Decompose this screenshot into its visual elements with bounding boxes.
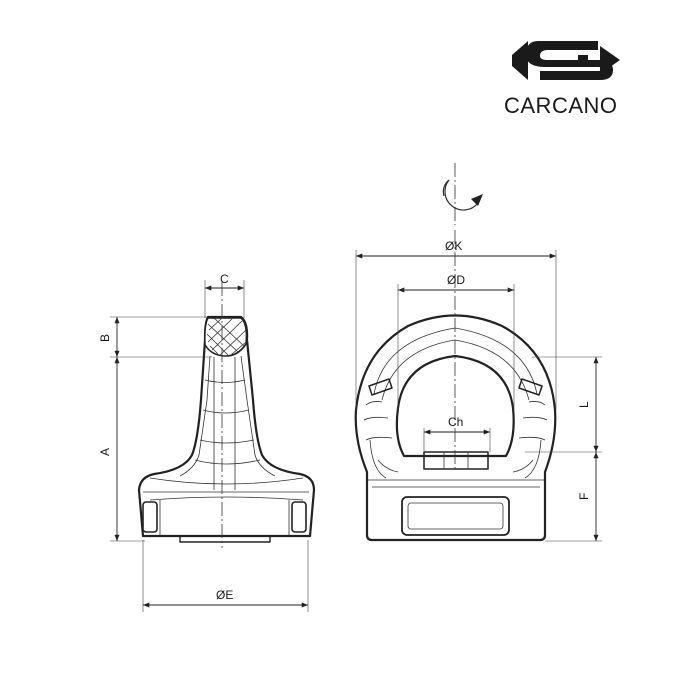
dim-label-b: B <box>98 334 112 342</box>
dim-label-f: F <box>577 493 591 500</box>
rotation-icon <box>442 163 483 225</box>
dim-label-c: C <box>220 272 229 286</box>
section-hatch <box>206 317 247 356</box>
carcano-logo: CARCANO <box>504 41 620 118</box>
side-view: C B A ØE <box>98 272 316 612</box>
dim-label-d: ØD <box>447 273 465 287</box>
brand-name: CARCANO <box>504 93 618 118</box>
dim-label-ch: Ch <box>448 415 463 429</box>
dim-label-a: A <box>98 448 112 456</box>
dim-label-k: ØK <box>445 239 462 253</box>
front-view: ØK ØD Ch L F <box>354 230 602 542</box>
carcano-logo-icon <box>512 41 620 80</box>
dim-label-e: ØE <box>216 588 233 602</box>
dim-label-l: L <box>577 401 591 408</box>
